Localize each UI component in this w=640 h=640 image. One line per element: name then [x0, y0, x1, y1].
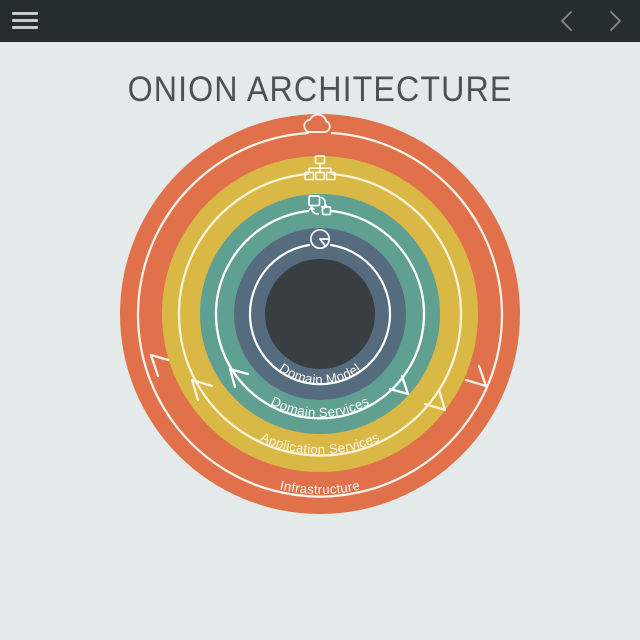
page-title: ONION ARCHITECTURE	[127, 70, 513, 109]
ring-domain-services-arrowhead-left	[228, 367, 250, 389]
sitemap-icon	[304, 155, 336, 181]
menu-line-2	[12, 19, 38, 22]
menu-line-3	[12, 26, 38, 29]
diagram-core	[265, 259, 375, 369]
navigation-controls	[556, 8, 626, 34]
hamburger-menu-icon[interactable]	[12, 9, 42, 33]
ring-infrastructure-arrowhead-right	[464, 364, 488, 388]
ring-domain-services-arc	[214, 209, 426, 420]
ring-application-services-arc	[177, 172, 463, 457]
exchange-icon	[308, 195, 332, 216]
pie-chart-icon	[309, 228, 331, 250]
ring-application-services-arrowhead-right	[423, 388, 447, 412]
menu-line-1	[12, 12, 38, 15]
ring-label-infrastructure: Infrastructure	[279, 478, 361, 497]
top-bar	[0, 0, 640, 42]
ring-application-services-arrowhead-left	[190, 378, 214, 402]
ring-infrastructure-arc	[136, 131, 504, 498]
content-area: ONION ARCHITECTURE Infrastructure	[0, 42, 640, 640]
onion-architecture-diagram: Infrastructure Application Services	[120, 113, 520, 514]
ring-domain-model-arc	[248, 243, 392, 386]
ring-infrastructure-arrowhead-left	[149, 353, 174, 378]
cloud-icon	[303, 113, 331, 133]
chevron-left-icon[interactable]	[556, 8, 578, 34]
ring-domain-services-arrowhead-right	[388, 374, 410, 396]
chevron-right-icon[interactable]	[604, 8, 626, 34]
